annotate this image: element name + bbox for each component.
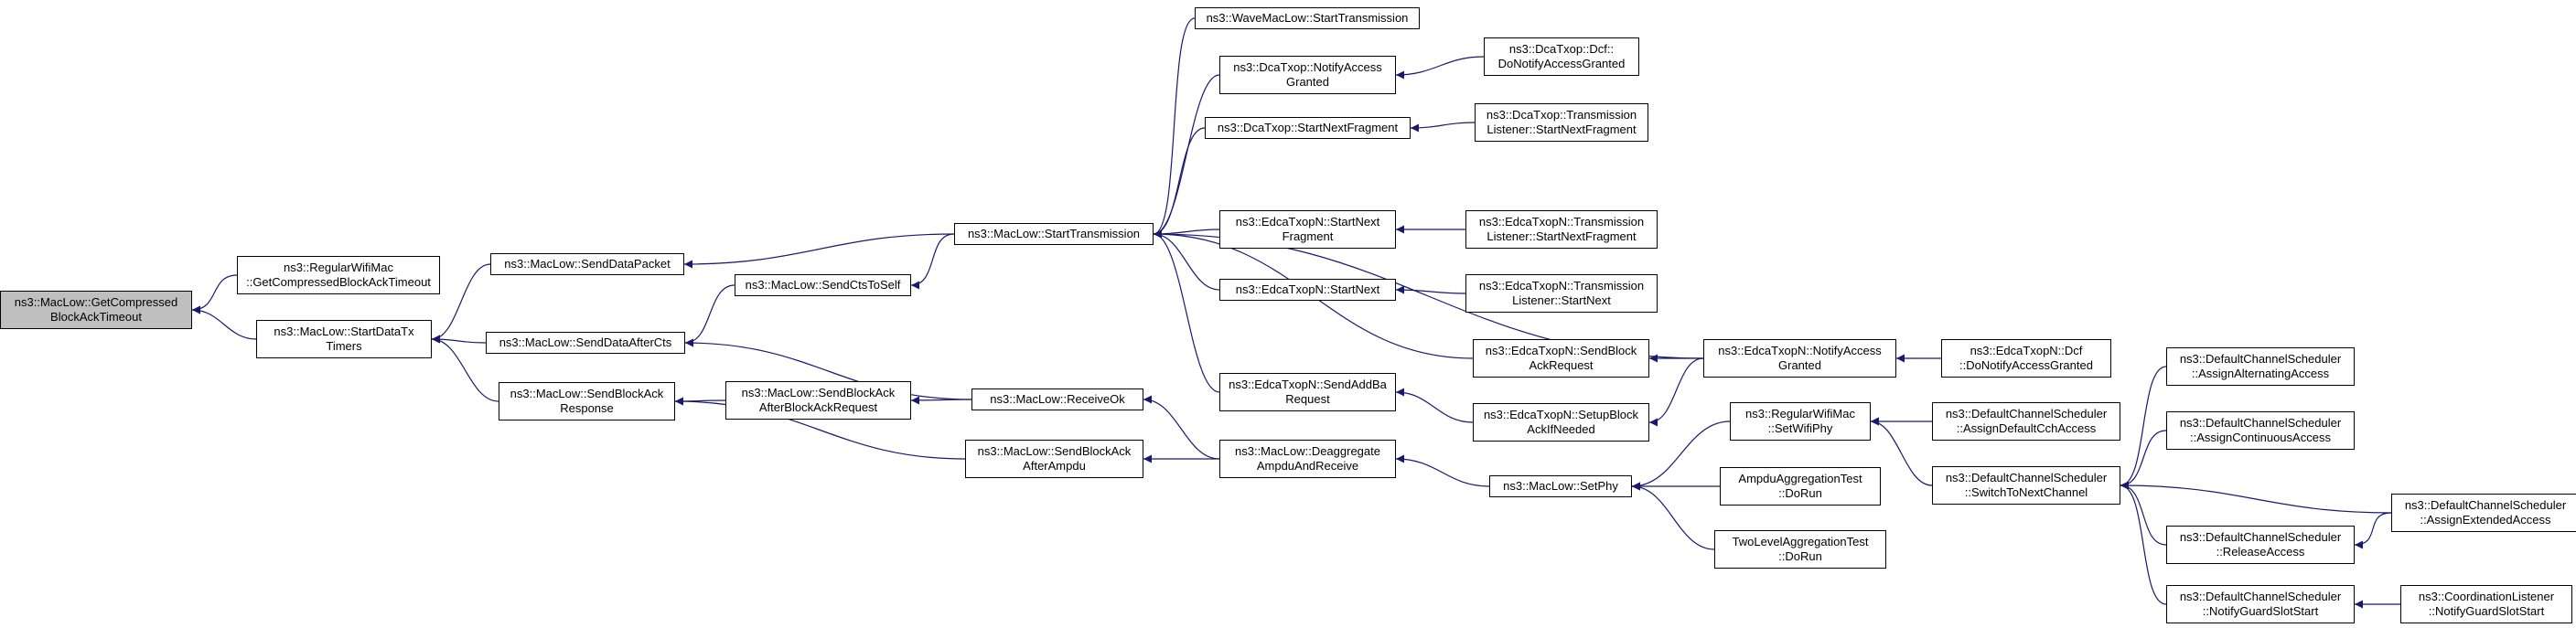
edge-dcs_releaseaccess-to-dcs_switchtonext	[2120, 481, 2167, 546]
edge-setphy-to-deaggregate	[1395, 454, 1490, 487]
edge-receiveok-to-sendblockackafterbar	[910, 396, 972, 405]
edge-dcs_assigncontinuous-to-dcs_switchtonext	[2120, 430, 2167, 490]
node-dcs_assignalternating[interactable]: ns3::DefaultChannelScheduler::AssignAlte…	[2166, 347, 2355, 386]
node-starttransmission[interactable]: ns3::MacLow::StartTransmission	[954, 223, 1154, 245]
node-dcs_assigndefaultcch[interactable]: ns3::DefaultChannelScheduler::AssignDefa…	[1932, 402, 2120, 441]
edge-starttransmission-to-senddatapacket	[683, 233, 955, 269]
node-cl_notifyguard[interactable]: ns3::CoordinationListener::NotifyGuardSl…	[2400, 585, 2572, 623]
edge-edca_startnext-to-starttransmission	[1153, 229, 1220, 291]
edge-dca_notifyaccess-to-starttransmission	[1153, 74, 1220, 239]
edge-startdatatx-to-root	[191, 305, 257, 340]
node-senddataaftercts[interactable]: ns3::MacLow::SendDataAfterCts	[486, 332, 685, 354]
edge-dcs_notifyguard-to-dcs_switchtonext	[2120, 481, 2167, 605]
edge-edca_startnextfrag-to-starttransmission	[1153, 229, 1220, 239]
edge-senddatapacket-to-startdatatx	[431, 263, 491, 344]
edge-dca_startnextfrag-to-starttransmission	[1153, 127, 1206, 239]
node-setphy[interactable]: ns3::MacLow::SetPhy	[1489, 475, 1632, 497]
edge-deaggregate-to-receiveok	[1143, 395, 1220, 460]
edge-dca_dcf_notify-to-dca_notifyaccess	[1395, 56, 1485, 80]
node-rwm_getcompressed[interactable]: ns3::RegularWifiMac::GetCompressedBlockA…	[237, 256, 440, 294]
edge-starttransmission-to-sendctstoself	[910, 233, 955, 290]
node-rwm_setwifiphy[interactable]: ns3::RegularWifiMac::SetWifiPhy	[1730, 402, 1871, 441]
node-edca_dcf_notify[interactable]: ns3::EdcaTxopN::Dcf::DoNotifyAccessGrant…	[1941, 339, 2111, 378]
edge-rwm_setwifiphy-to-setphy	[1631, 420, 1731, 491]
edge-wave_starttx-to-starttransmission	[1153, 17, 1196, 239]
node-dcs_notifyguard[interactable]: ns3::DefaultChannelScheduler::NotifyGuar…	[2166, 585, 2355, 623]
edge-receiveok-to-senddataaftercts	[684, 338, 972, 400]
node-senddatapacket[interactable]: ns3::MacLow::SendDataPacket	[490, 253, 684, 275]
edge-edca_setupblockack-to-edca_sendaddba	[1395, 388, 1474, 423]
edge-dca_tl_startnextfrag-to-dca_startnextfrag	[1410, 122, 1476, 133]
edge-edca_tl_startnext-to-edca_startnext	[1395, 285, 1466, 294]
edge-edca_notifyaccess-to-edca_setupblockack	[1648, 357, 1704, 427]
node-ampdu_test[interactable]: AmpduAggregationTest::DoRun	[1720, 467, 1881, 506]
edge-edca_sendaddba-to-starttransmission	[1153, 229, 1220, 393]
node-receiveok[interactable]: ns3::MacLow::ReceiveOk	[971, 389, 1143, 410]
node-wave_starttx[interactable]: ns3::WaveMacLow::StartTransmission	[1195, 7, 1420, 29]
node-dcs_assignextended[interactable]: ns3::DefaultChannelScheduler::AssignExte…	[2391, 494, 2576, 532]
node-dcs_assigncontinuous[interactable]: ns3::DefaultChannelScheduler::AssignCont…	[2166, 411, 2355, 450]
edge-twolevel_test-to-setphy	[1631, 482, 1715, 550]
edge-dcs_assignextended-to-dcs_releaseaccess	[2354, 512, 2392, 549]
node-dca_startnextfrag[interactable]: ns3::DcaTxop::StartNextFragment	[1205, 117, 1411, 139]
node-sendctstoself[interactable]: ns3::MacLow::SendCtsToSelf	[735, 274, 911, 296]
edge-sendblockackafterampdu-to-sendblockackresponse	[674, 397, 966, 460]
edge-sendctstoself-to-senddataaftercts	[684, 284, 735, 347]
edge-dcs_assignextended-to-dcs_switchtonext	[2120, 481, 2392, 514]
node-twolevel_test[interactable]: TwoLevelAggregationTest::DoRun	[1714, 530, 1886, 569]
node-dcs_switchtonext[interactable]: ns3::DefaultChannelScheduler::SwitchToNe…	[1932, 466, 2120, 505]
node-dcs_releaseaccess[interactable]: ns3::DefaultChannelScheduler::ReleaseAcc…	[2166, 526, 2355, 564]
node-edca_startnext[interactable]: ns3::EdcaTxopN::StartNext	[1219, 279, 1396, 301]
edge-rwm_getcompressed-to-root	[191, 274, 238, 314]
edge-sendblockackresponse-to-startdatatx	[431, 335, 499, 402]
node-dca_dcf_notify[interactable]: ns3::DcaTxop::Dcf::DoNotifyAccessGranted	[1484, 37, 1639, 76]
edge-dcs_switchtonext-to-rwm_setwifiphy	[1870, 417, 1933, 486]
edge-dcs_assignalternating-to-dcs_switchtonext	[2120, 366, 2167, 490]
